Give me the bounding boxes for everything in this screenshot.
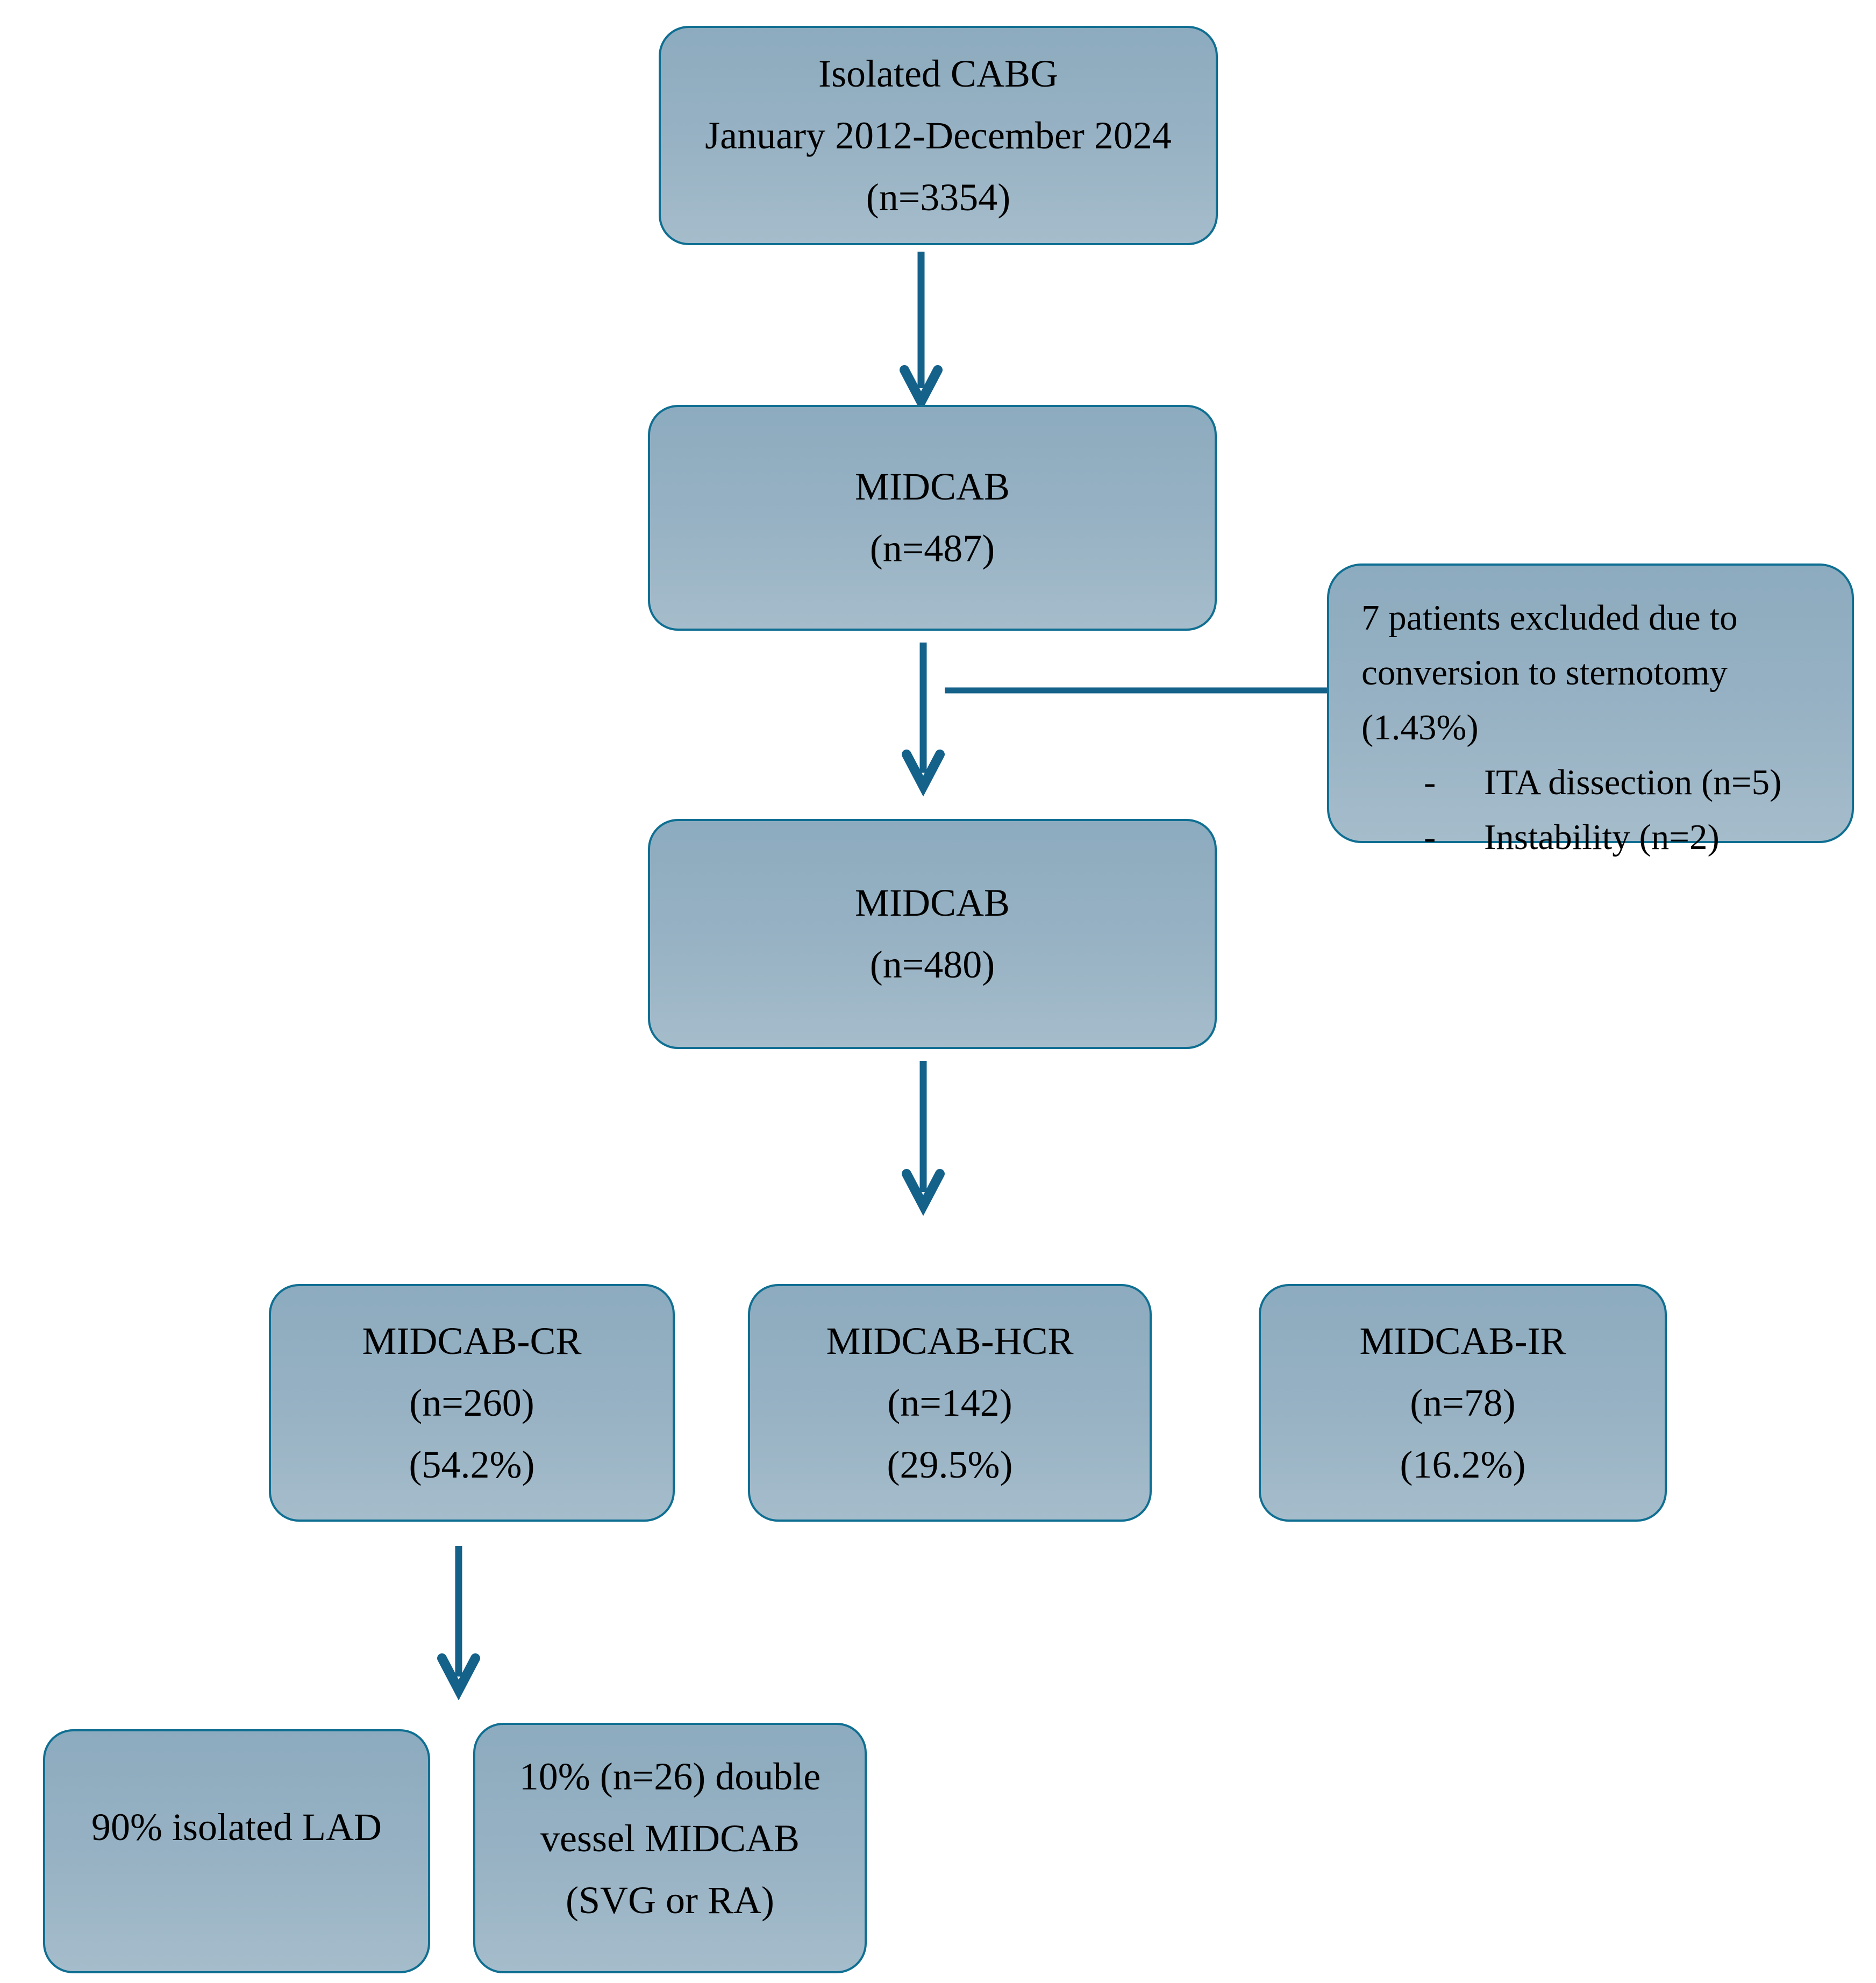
node-double-vessel: 10% (n=26) double vessel MIDCAB (SVG or … (473, 1723, 867, 1973)
arrow-midcab487-to-midcab480 (902, 643, 945, 797)
node-midcab-hcr: MIDCAB-HCR (n=142) (29.5%) (748, 1284, 1152, 1522)
node-text-line: vessel MIDCAB (540, 1816, 800, 1860)
node-text-line: (n=487) (869, 527, 995, 570)
node-text-line: (n=78) (1410, 1381, 1516, 1424)
node-text-line: MIDCAB (854, 881, 1010, 924)
node-text-line: (54.2%) (409, 1443, 535, 1486)
node-text-line: conversion to sternotomy (1361, 653, 1728, 693)
bullet-text: ITA dissection (n=5) (1484, 762, 1782, 802)
arrow-cr-to-subgroups (437, 1546, 480, 1701)
bullet-dash: - (1424, 817, 1436, 857)
node-text-line: MIDCAB-CR (362, 1319, 582, 1363)
node-text-line: (SVG or RA) (566, 1878, 774, 1922)
node-midcab-480: MIDCAB (n=480) (648, 819, 1217, 1049)
node-text-line: (n=480) (869, 943, 995, 986)
node-text-line: (29.5%) (887, 1443, 1013, 1486)
node-text-line: Isolated CABG (818, 52, 1058, 95)
node-isolated-cabg: Isolated CABG January 2012-December 2024… (659, 26, 1218, 245)
node-text-line: (n=260) (409, 1381, 534, 1424)
node-excluded-patients: 7 patients excluded due to conversion to… (1327, 563, 1854, 857)
node-text-line: January 2012-December 2024 (705, 113, 1172, 157)
node-midcab-487: MIDCAB (n=487) (648, 405, 1217, 631)
node-text-line: MIDCAB-HCR (826, 1319, 1074, 1363)
node-text-line: (16.2%) (1400, 1443, 1526, 1486)
arrow-cabg-to-midcab487 (900, 252, 943, 412)
node-text-line: MIDCAB (854, 465, 1010, 508)
node-text-line: 10% (n=26) double (519, 1754, 821, 1798)
node-isolated-lad: 90% isolated LAD (43, 1729, 430, 1973)
bullet-text: Instability (n=2) (1484, 817, 1720, 857)
node-text-line: (n=142) (887, 1381, 1012, 1424)
node-text-line: (1.43%) (1361, 708, 1479, 747)
node-text-line: 90% isolated LAD (91, 1805, 382, 1849)
node-midcab-ir: MIDCAB-IR (n=78) (16.2%) (1259, 1284, 1667, 1522)
node-text-line: MIDCAB-IR (1359, 1319, 1566, 1363)
exclusion-bullet-item: - Instability (n=2) (1361, 810, 1720, 865)
node-text-line: 7 patients excluded due to (1361, 598, 1738, 638)
arrow-midcab480-to-groups (902, 1061, 945, 1216)
node-text-line: (n=3354) (866, 175, 1011, 219)
node-midcab-cr: MIDCAB-CR (n=260) (54.2%) (269, 1284, 675, 1522)
bullet-dash: - (1424, 762, 1436, 802)
exclusion-bullet-item: - ITA dissection (n=5) (1361, 755, 1781, 810)
